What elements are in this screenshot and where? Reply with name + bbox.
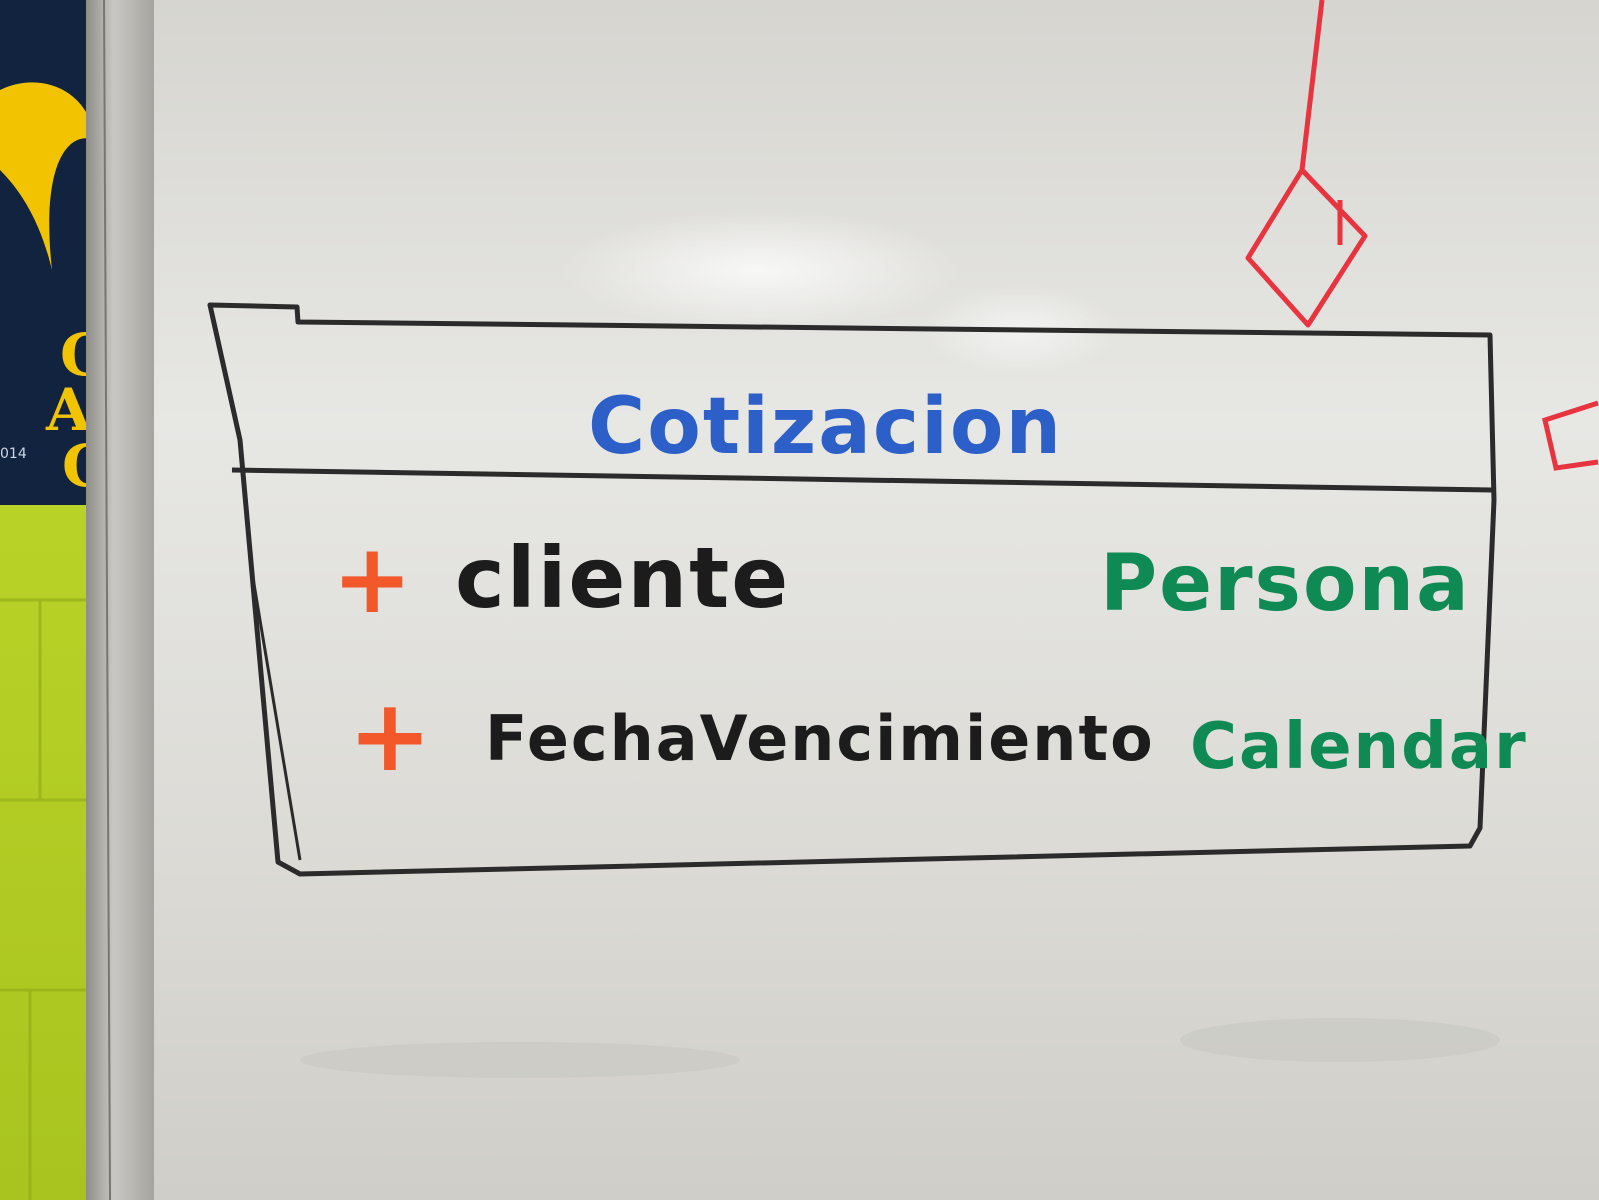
frame-edge-line	[103, 0, 111, 1200]
attribute-1-name: cliente	[455, 529, 790, 627]
board-smudge	[300, 1042, 740, 1078]
poster-logo-icon	[0, 82, 95, 270]
poster-year: 014	[0, 446, 27, 462]
attribute-2-type: Calendar	[1190, 710, 1528, 784]
attribute-1-visibility: +	[332, 523, 414, 635]
red-partial-box	[1542, 400, 1599, 471]
board-smudge-2	[1180, 1018, 1500, 1062]
board-surface	[154, 0, 1599, 1200]
poster-letter-2: A	[45, 376, 92, 444]
attribute-2-name: FechaVencimiento	[485, 702, 1155, 775]
attribute-2-visibility: +	[348, 677, 434, 794]
board-frame	[86, 0, 156, 1200]
board-glare	[560, 210, 960, 330]
uml-class-name: Cotizacion	[588, 382, 1063, 472]
attribute-1-type: Persona	[1100, 539, 1471, 629]
aggregation-diamond-icon	[1245, 0, 1368, 328]
uml-class-box	[207, 302, 1497, 877]
